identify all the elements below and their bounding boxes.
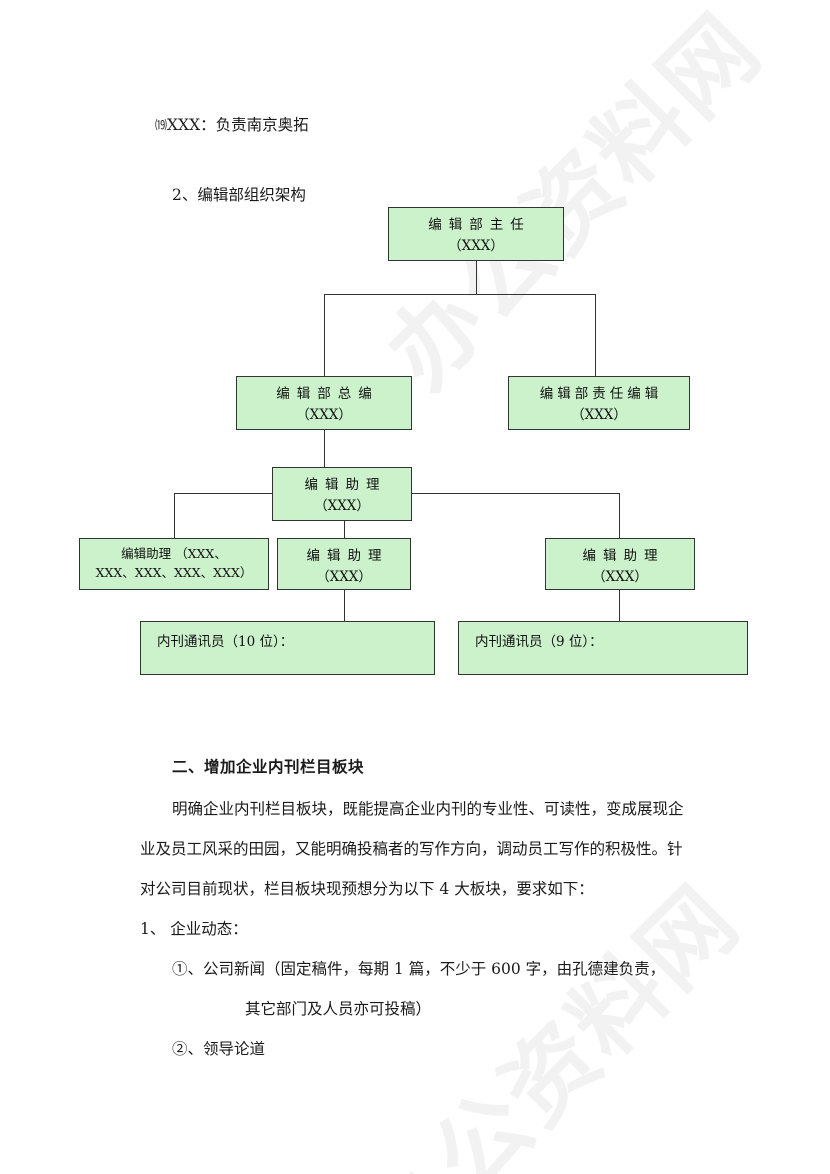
org-node-assistant-left: 编辑助理 （XXX、 XXX、XXX、XXX、XXX） [79, 538, 269, 590]
org-node-director: 编辑部主任 （XXX） [388, 207, 564, 261]
org-node-assistant-lead-title: 编辑助理 [304, 477, 387, 493]
body-heading-2: 二、增加企业内刊栏目板块 [172, 757, 365, 776]
org-node-assistant-right-title: 编辑助理 [582, 548, 665, 564]
connector-to-correspondent-right [619, 590, 621, 621]
body-item-1-2: ②、领导论道 [172, 1040, 266, 1058]
org-node-responsible-editor-name: （XXX） [571, 406, 627, 423]
connector-to-correspondent-left [344, 590, 346, 621]
org-node-chief-editor-title: 编辑部总编 [276, 386, 379, 402]
org-node-assistant-left-line1: 编辑助理 （XXX、 [121, 546, 227, 561]
org-node-correspondent-left-label: 内刊通讯员（10 位）： [157, 634, 294, 650]
body-item-1-1-line-2: 其它部门及人员亦可投稿） [245, 1000, 432, 1018]
org-node-responsible-editor-title: 编辑部责任编辑 [539, 386, 663, 402]
org-node-assistant-lead-name: （XXX） [314, 497, 370, 514]
body-paragraph-1-line-1: 明确企业内刊栏目板块，既能提高企业内刊的专业性、可读性，变成展现企 [172, 800, 684, 818]
org-node-chief-editor-name: （XXX） [296, 406, 352, 423]
connector-drop-chief-editor [324, 294, 326, 376]
connector-director-down [475, 261, 477, 295]
connector-bus-level2 [324, 294, 596, 296]
org-node-assistant-lead: 编辑助理 （XXX） [272, 467, 412, 521]
body-item-1: 1、 企业动态： [140, 920, 248, 938]
org-node-director-title: 编辑部主任 [428, 217, 531, 233]
body-item-1-1-line-1: ①、公司新闻（固定稿件，每期 1 篇，不少于 600 字，由孔德建负责， [172, 960, 666, 978]
connector-assistant-center-drop [344, 521, 346, 538]
list-item-19-text: XXX：负责南京奥拓 [167, 116, 309, 134]
org-chart: 编辑部主任 （XXX） 编辑部总编 （XXX） 编辑部责任编辑 （XXX） 编辑… [79, 207, 748, 675]
body-paragraph-1-line-3: 对公司目前现状，栏目板块现预想分为以下 4 大板块，要求如下： [140, 880, 594, 898]
org-node-correspondent-right-label: 内刊通讯员（9 位）： [475, 634, 603, 650]
org-node-assistant-mid-title: 编辑助理 [306, 548, 389, 564]
org-node-assistant-mid: 编辑助理 （XXX） [277, 538, 411, 590]
org-node-responsible-editor: 编辑部责任编辑 （XXX） [508, 376, 690, 430]
org-node-correspondent-left: 内刊通讯员（10 位）： [140, 621, 435, 675]
connector-drop-responsible-editor [595, 294, 597, 376]
connector-assistant-right-drop [619, 493, 621, 538]
section-heading-org-chart: 2、编辑部组织架构 [172, 186, 306, 204]
body-paragraph-1-line-2: 业及员工风采的田园，又能明确投稿者的写作方向，调动员工写作的积极性。针 [140, 840, 683, 858]
org-node-assistant-right: 编辑助理 （XXX） [545, 538, 695, 590]
connector-chief-to-assistant [324, 430, 326, 467]
org-node-correspondent-right: 内刊通讯员（9 位）： [458, 621, 748, 675]
connector-assistant-left-drop [174, 493, 176, 538]
org-node-assistant-mid-name: （XXX） [316, 568, 372, 585]
list-item-19-marker: ⒆ [155, 118, 168, 132]
connector-assistant-right-arm [412, 493, 620, 495]
list-item-19: ⒆XXX：负责南京奥拓 [155, 113, 309, 135]
org-node-assistant-left-line2: XXX、XXX、XXX、XXX） [95, 564, 253, 580]
org-node-assistant-right-name: （XXX） [592, 568, 648, 585]
org-node-director-name: （XXX） [448, 237, 504, 254]
org-node-chief-editor: 编辑部总编 （XXX） [236, 376, 412, 430]
connector-assistant-left-arm [174, 493, 272, 495]
